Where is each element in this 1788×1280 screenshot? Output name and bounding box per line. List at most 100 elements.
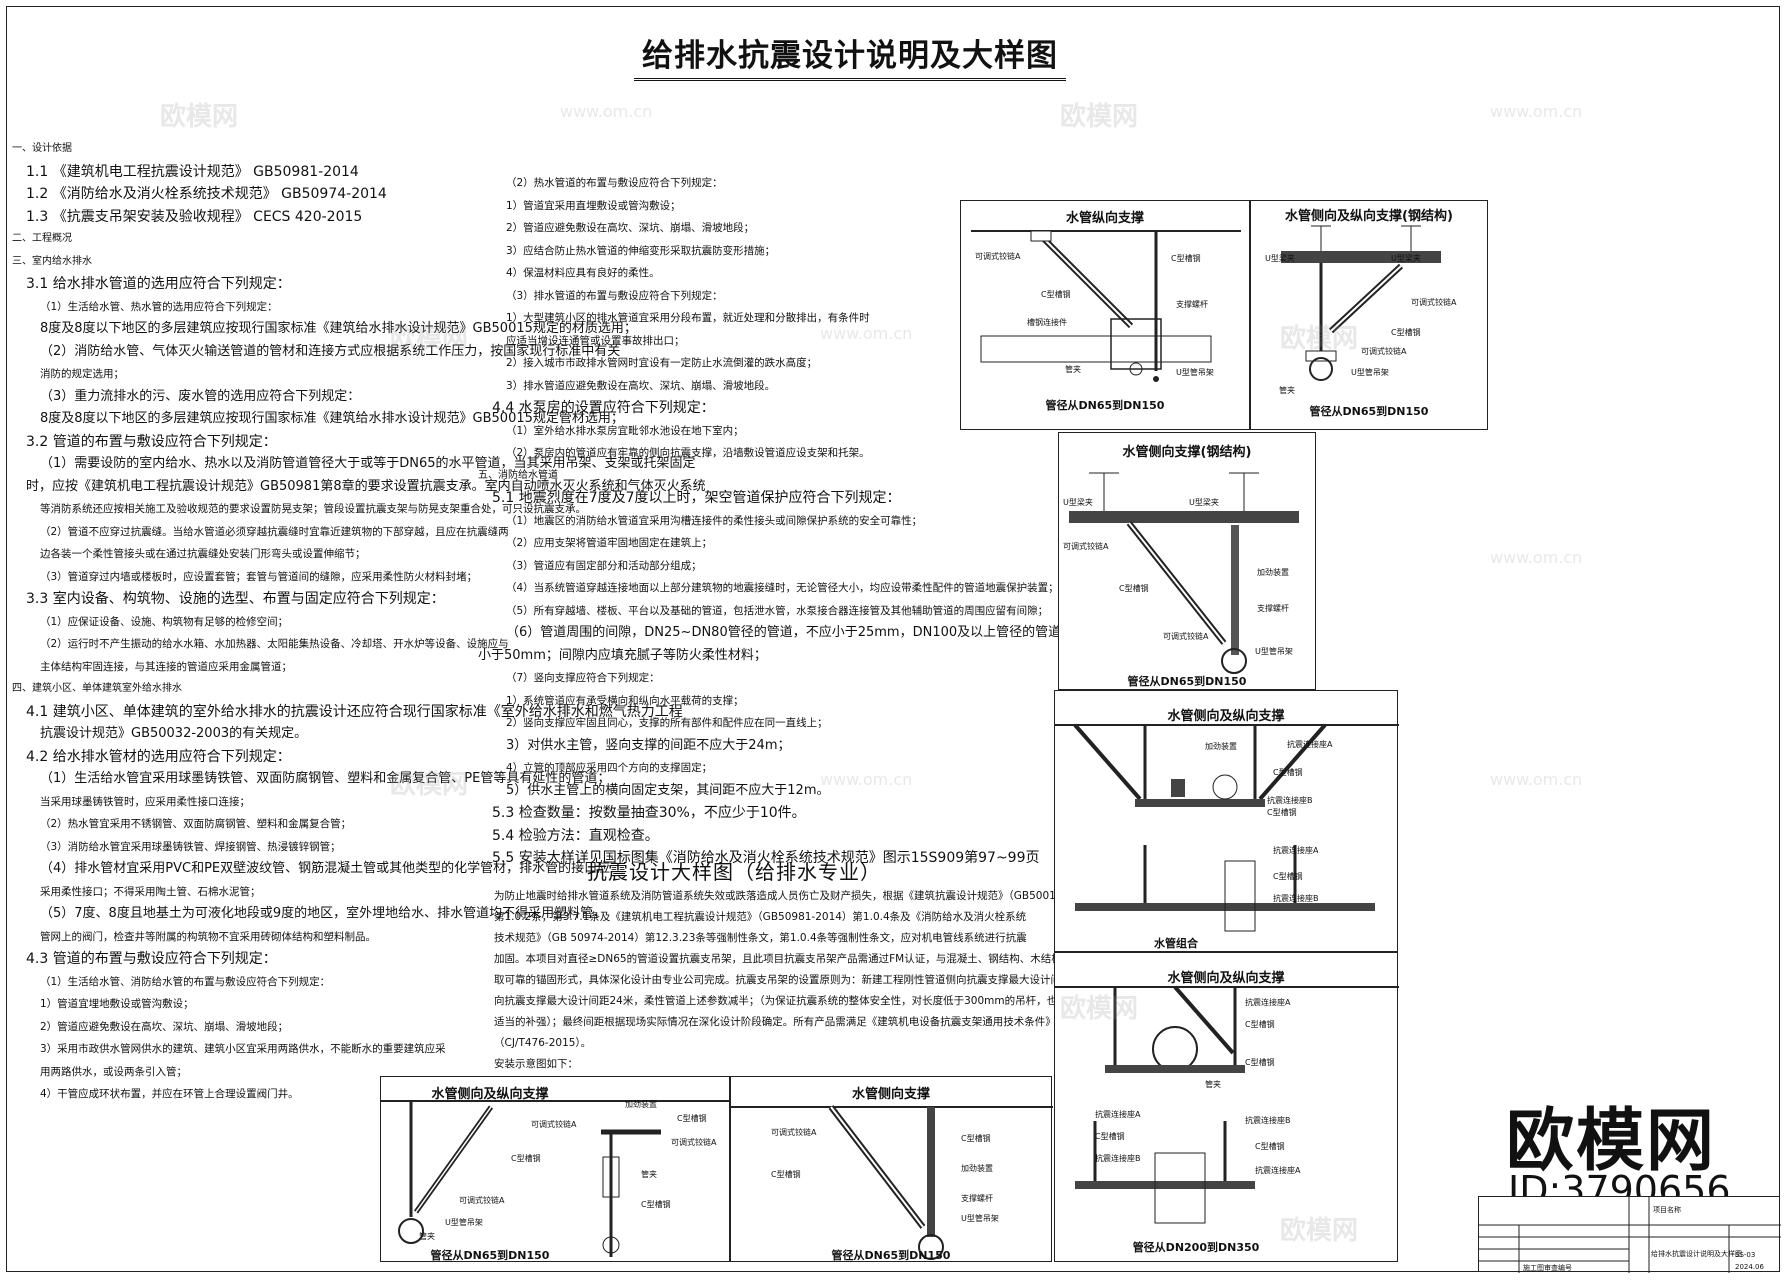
- note-line: （1）生活给水管、消防给水管的布置与敷设应符合下列规定：: [40, 975, 331, 988]
- note-line: （2）管道不应穿过抗震缝。当给水管道必须穿越抗震缝时宜靠近建筑物的下部穿越，且应…: [40, 525, 509, 538]
- note-line: （3）消防给水管宜采用球墨铸铁管、焊接钢管、热浸镀锌钢管；: [40, 840, 341, 853]
- note-line: 1）管道宜采用直埋敷设或管沟敷设；: [506, 199, 681, 212]
- panel-title: 水管侧向及纵向支撑: [1167, 971, 1285, 986]
- note-line: 采用柔性接口；不得采用陶土管、石棉水泥管；: [40, 885, 261, 898]
- label-hinge: 可调式铰链A: [1361, 347, 1407, 356]
- note-line: （2）泵房内的管道应有牢靠的侧向抗震支撑，沿墙敷设管道应设支架和托架。: [506, 447, 870, 459]
- label-channel: C型槽钢: [1273, 768, 1303, 777]
- note-line: 应适当增设连通管或设置事故排出口；: [506, 334, 685, 347]
- label-channel: C型槽钢: [1267, 808, 1297, 817]
- note-line: 2）管道应避免敷设在高坎、深坑、崩塌、滑坡地段；: [40, 1020, 289, 1033]
- note-line: 当采用球墨铸铁管时，应采用柔性接口连接；: [40, 795, 250, 808]
- title-block: 项目名称 给排水抗震设计说明及大样图 SS-03 2024.06 施工图审查编号: [1478, 1196, 1781, 1273]
- label-stiffener: 加劲装置: [1257, 568, 1289, 577]
- label-hinge: 可调式铰链A: [1411, 298, 1457, 307]
- label-beam-clamp: U型梁夹: [1189, 498, 1219, 507]
- lateral-longitudinal-drawing-1: [1055, 723, 1399, 932]
- label-hinge: 可调式铰链A: [459, 1196, 505, 1205]
- watermark: 欧模网: [1280, 324, 1359, 354]
- note-line: 小于50mm；间隙内应填充腻子等防火柔性材料；: [478, 647, 767, 663]
- panel-lateral-longitudinal-1: 水管侧向及纵向支撑 水管组合 加劲装置 抗震连接座A C型槽钢 抗震连接座B C…: [1054, 690, 1399, 952]
- label-seismic-seat: 抗震连接座B: [1245, 1116, 1291, 1125]
- note-line: （2）热水管道的布置与敷设应符合下列规定：: [506, 177, 723, 189]
- note-line: （3）排水管道的布置与敷设应符合下列规定：: [506, 289, 723, 302]
- longitudinal-support-drawing: [971, 230, 1241, 382]
- note-line: 5.5 安装大样详见国标图集《消防给水及消火栓系统技术规范》图示15S909第9…: [492, 850, 1040, 866]
- note-line: 4）立管的顶部应采用四个方向的支撑固定；: [506, 762, 713, 774]
- watermark: www.om.cn: [560, 102, 653, 121]
- title-block-sheet-no: SS-03: [1735, 1251, 1756, 1259]
- note-line: （1）地震区的消防给水管道宜采用沟槽连接件的柔性接头或间隙保护系统的安全可靠性；: [506, 514, 923, 527]
- watermark: www.om.cn: [820, 324, 913, 343]
- title-block-date: 2024.06: [1735, 1263, 1764, 1271]
- note-line: 5.1 地震烈度在7度及7度以上时，架空管道保护应符合下列规定：: [492, 490, 901, 506]
- label-hinge: 可调式铰链A: [771, 1128, 817, 1137]
- label-hanger: U型管吊架: [1255, 647, 1293, 656]
- label-clamp: 管夹: [641, 1170, 657, 1179]
- note-line: 8度及8度以下地区的多层建筑应按现行国家标准《建筑给水排水设计规范》GB5001…: [40, 321, 637, 336]
- label-seismic-seat: 抗震连接座A: [1245, 998, 1291, 1007]
- note-line: 3）对供水主管，竖向支撑的间距不应大于24m；: [506, 737, 791, 753]
- panel-title: 水管侧向支撑: [851, 1087, 930, 1102]
- label-channel: C型槽钢: [1391, 328, 1421, 337]
- label-hanger: U型管吊架: [961, 1214, 999, 1223]
- panel-title: 水管侧向及纵向支撑: [1167, 709, 1285, 724]
- note-line: （7）竖向支撑应符合下列规定：: [506, 672, 660, 684]
- description-line: 取可靠的锚固形式，具体深化设计由专业公司完成。抗震支吊架的设置原则为：新建工程刚…: [494, 974, 1117, 986]
- note-line: （2）消防给水管、气体灭火输送管道的管材和连接方式应根据系统工作压力，按国家现行…: [40, 343, 621, 359]
- note-line: 用两路供水，或设两条引入管；: [40, 1065, 187, 1078]
- label-hanger: U型管吊架: [1176, 368, 1214, 377]
- panel-title: 水管纵向支撑: [1065, 211, 1144, 226]
- note-line: 3.1 给水排水管道的选用应符合下列规定：: [26, 276, 291, 292]
- label-hinge: 可调式铰链A: [975, 252, 1021, 261]
- panel-title: 水管侧向及纵向支撑(钢结构): [1285, 209, 1453, 224]
- description-line: （CJ/T476-2015）。: [494, 1037, 592, 1049]
- description-line: 技术规范》（GB 50974-2014）第12.3.23条等强制性条文，第1.0…: [494, 932, 1027, 944]
- label-channel: C型槽钢: [1273, 872, 1303, 881]
- note-line: 边各装一个柔性管接头或在通过抗震缝处安装门形弯头或设置伸缩节；: [40, 548, 366, 560]
- watermark: 欧模网: [160, 102, 239, 132]
- label-seismic-seat: 抗震连接座A: [1287, 740, 1333, 749]
- note-line: （4）当系统管道穿越连接地面以上部分建筑物的地震接缝时，无论管径大小，均应设带柔…: [506, 582, 1059, 594]
- label-channel: C型槽钢: [511, 1154, 541, 1163]
- label-stiffener: 加劲装置: [1205, 742, 1237, 751]
- note-line: （1）室外给水排水泵房宜毗邻水池设在地下室内；: [506, 424, 744, 437]
- note-line: 1.1 《建筑机电工程抗震设计规范》 GB50981-2014: [26, 163, 359, 180]
- title-block-stage: 施工图审查编号: [1523, 1264, 1572, 1272]
- label-rod: 支撑螺杆: [961, 1194, 993, 1203]
- title-block-grid: [1479, 1197, 1781, 1273]
- note-line: （2）运行时不产生振动的给水水箱、水加热器、太阳能集热设备、冷却塔、开水炉等设备…: [40, 638, 509, 650]
- label-clamp: 管夹: [1205, 1080, 1221, 1089]
- panel-caption: 管径从DN65到DN150: [1045, 399, 1165, 412]
- note-line: 四、建筑小区、单体建筑室外给水排水: [12, 683, 182, 694]
- note-line: （1）生活给水管宜采用球墨铸铁管、双面防腐钢管、塑料和金属复合管、PE管等具有延…: [40, 771, 611, 786]
- note-line: 管网上的阀门，检查井等附属的构筑物不宜采用砖砌体结构和塑料制品。: [40, 930, 376, 943]
- label-seismic-seat: 抗震连接座B: [1267, 796, 1313, 805]
- note-line: （2）热水管宜采用不锈钢管、双面防腐钢管、塑料和金属复合管；: [40, 818, 352, 830]
- note-line: 4）干管应成环状布置，并应在环管上合理设置阀门井。: [40, 1088, 299, 1100]
- note-line: （1）应保证设备、设施、构筑物有足够的检修空间；: [40, 615, 289, 628]
- label-seismic-seat: 抗震连接座B: [1095, 1154, 1141, 1163]
- note-line: （5）所有穿越墙、楼板、平台以及基础的管道，包括泄水管，水泵接合器连接管及其他辅…: [506, 604, 1049, 617]
- label-seismic-seat: 抗震连接座A: [1273, 846, 1319, 855]
- label-channel: C型槽钢: [1041, 290, 1071, 299]
- watermark: www.om.cn: [820, 770, 913, 789]
- watermark: www.om.cn: [1490, 770, 1583, 789]
- panel-caption: 管径从DN65到DN150: [1127, 675, 1247, 688]
- note-line: 等消防系统还应按相关施工及验收规范的要求设置防晃支架；管段设置抗震支架与防晃支架…: [40, 503, 586, 515]
- label-hanger: U型管吊架: [1351, 368, 1389, 377]
- note-line: 2）接入城市市政排水管网时宜设有一定防止水流倒灌的跌水高度；: [506, 357, 818, 369]
- lateral-steel-drawing: [1069, 472, 1299, 674]
- drawing-sheet: [6, 6, 1780, 1272]
- lateral-longitudinal-steel-drawing: [1281, 225, 1441, 381]
- note-line: 时，应按《建筑机电工程抗震设计规范》GB50981第8章的要求设置抗震支承。室内…: [26, 478, 706, 494]
- label-channel: C型槽钢: [1245, 1058, 1275, 1067]
- brand-logo: 欧模网: [1506, 1102, 1717, 1181]
- label-channel: C型槽钢: [1255, 1142, 1285, 1151]
- description-line: 适当的补强）；最终间距根据现场实际情况在深化设计阶段确定。所有产品需满足《建筑机…: [494, 1016, 1056, 1028]
- watermark: www.om.cn: [1490, 102, 1583, 121]
- title-block-drawing-name: 给排水抗震设计说明及大样图: [1651, 1250, 1742, 1258]
- description-line: 为防止地震时给排水管道系统及消防管道系统失效或跌落造成人员伤亡及财产损失，根据《…: [494, 890, 1104, 902]
- note-line: 一、设计依据: [12, 143, 72, 154]
